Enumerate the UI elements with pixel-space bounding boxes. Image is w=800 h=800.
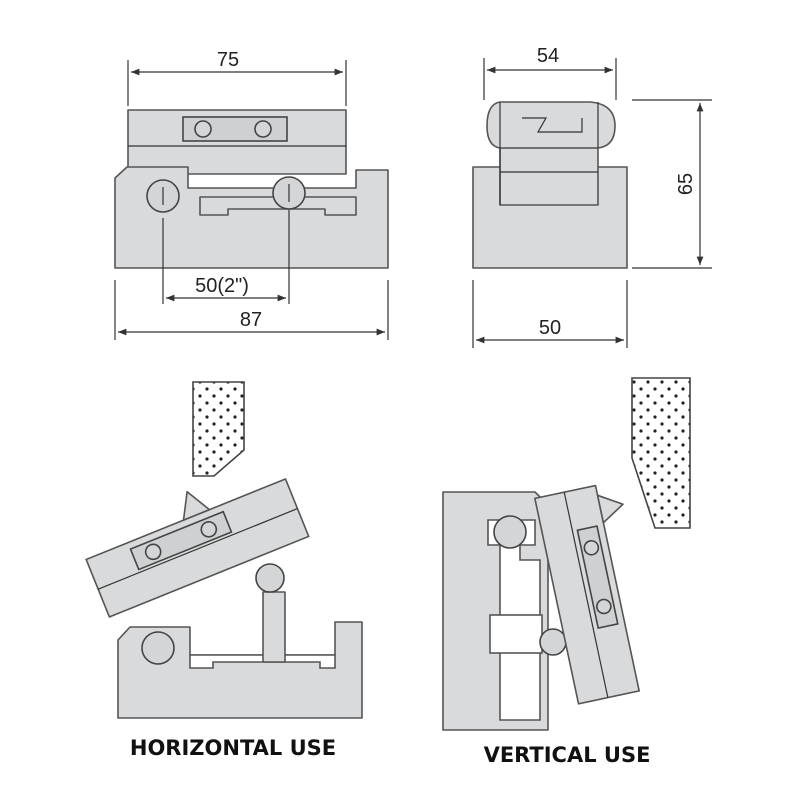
side-view: 54 65 50 [472,45,712,348]
gauge-block [262,591,286,663]
dim-side-base: 50 [539,317,561,339]
front-base [114,166,389,269]
side-plate [486,101,616,206]
dim-top-width: 75 [217,49,239,71]
caption-vertical-use: VERTICAL USE [484,743,651,767]
horizontal-use-view: HORIZONTAL USE [85,381,363,760]
caption-horizontal-use: HORIZONTAL USE [130,736,336,760]
dim-side-top: 54 [537,45,559,67]
dim-pitch: 50(2") [195,275,249,297]
horizontal-base [117,621,363,719]
front-view: 75 50(2") 87 [114,49,389,340]
vertical-use-view: VERTICAL USE [442,377,691,767]
dim-side-height: 65 [675,173,697,195]
grinding-wheel-horizontal [192,381,245,477]
grinding-wheel-vertical [631,377,691,529]
dim-base-width: 87 [240,309,262,331]
